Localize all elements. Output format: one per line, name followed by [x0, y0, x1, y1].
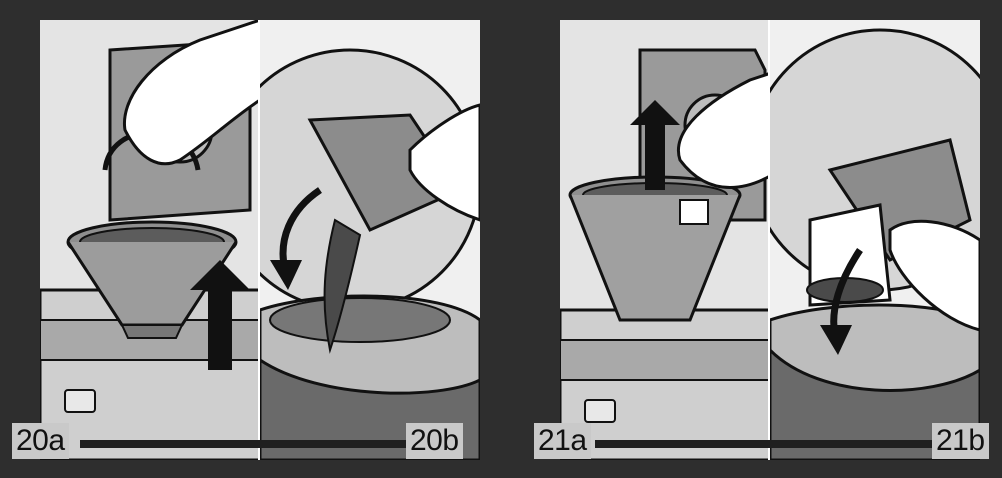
filter-holder-icon	[570, 177, 740, 320]
baseline-bar	[595, 440, 935, 448]
step-label-20a: 20a	[12, 423, 69, 459]
step-20a-illustration	[40, 20, 260, 460]
step-20b-illustration	[260, 20, 480, 460]
display-icon	[585, 400, 615, 422]
step-label-21a: 21a	[534, 423, 591, 459]
baseline-bar	[80, 440, 460, 448]
step-20a-drawing	[40, 20, 260, 460]
step-label-21b: 21b	[932, 423, 989, 459]
step-21b-drawing	[770, 20, 980, 460]
step-21a-illustration	[560, 20, 780, 460]
step-21b-illustration	[770, 20, 980, 460]
step-21a-drawing	[560, 20, 780, 460]
display-icon	[65, 390, 95, 412]
step-20b-drawing	[260, 20, 480, 460]
step-label-20b: 20b	[406, 423, 463, 459]
